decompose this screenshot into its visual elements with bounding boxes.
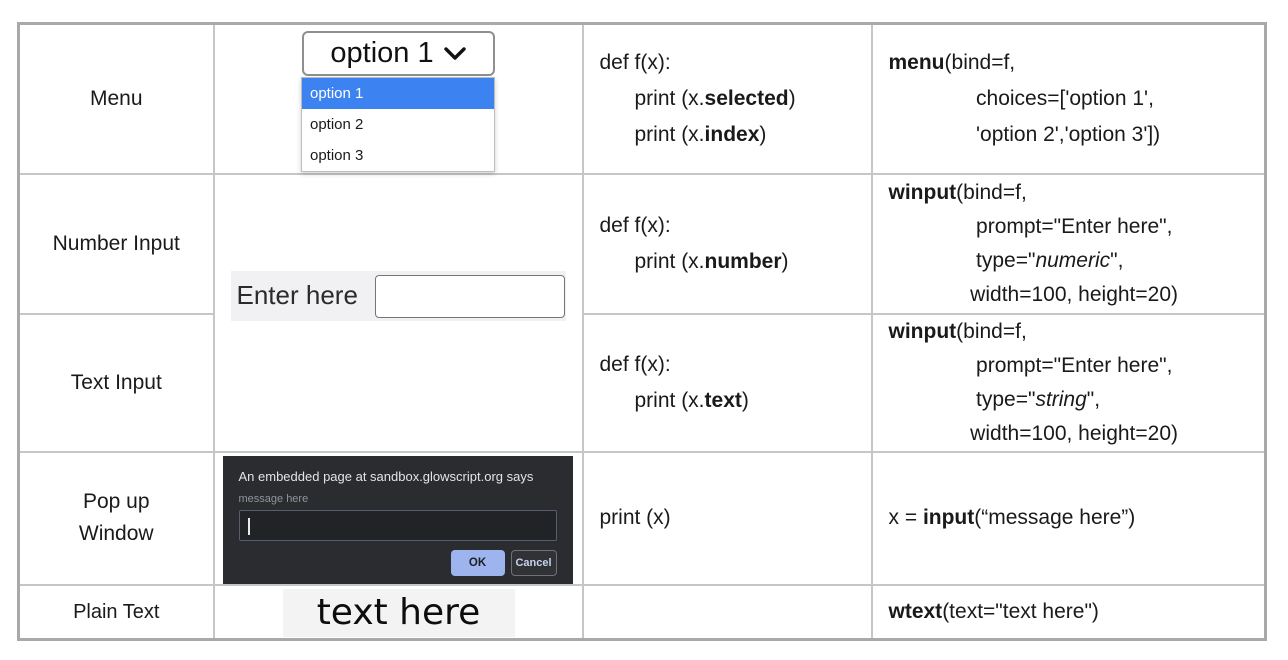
winput-widget: Enter here	[230, 270, 566, 321]
widget-reference-table: Menu option 1 option 1 option 2 option 3…	[17, 22, 1267, 641]
popup-dialog-title: An embedded page at sandbox.glowscript.o…	[238, 468, 534, 484]
menu-option[interactable]: option 1	[302, 78, 494, 110]
popup-input[interactable]	[238, 509, 557, 541]
menu-widget: option 1 option 1 option 2 option 3	[215, 25, 582, 173]
menu-option[interactable]: option 2	[302, 109, 494, 141]
api-code-plain-text: wtext(text="text here")	[888, 599, 1099, 623]
api-code-popup: x = input(“message here”)	[888, 506, 1136, 529]
callback-code-number-input: def f(x): print (x.number)	[599, 213, 789, 273]
popup-dialog: An embedded page at sandbox.glowscript.o…	[222, 455, 573, 584]
row-label-text-input: Text Input	[17, 312, 215, 453]
api-code-text-input: winput(bind=f, prompt="Enter here", type…	[888, 319, 1179, 445]
wtext-widget: text here	[282, 588, 515, 637]
row-label-plain-text: Plain Text	[17, 583, 215, 641]
empty-cell	[581, 583, 873, 641]
row-label-number-input: Number Input	[17, 172, 215, 315]
callback-code-menu: def f(x): print (x.selected) print (x.in…	[599, 50, 796, 146]
menu-selected-value: option 1	[330, 37, 434, 70]
api-code-menu: menu(bind=f, choices=['option 1', 'optio…	[888, 50, 1161, 146]
winput-field[interactable]	[374, 274, 565, 318]
winput-prompt: Enter here	[236, 280, 358, 310]
callback-code-popup: print (x)	[599, 506, 671, 529]
text-caret	[247, 517, 250, 535]
callback-code-text-input: def f(x): print (x.text)	[599, 352, 749, 412]
menu-option-list: option 1 option 2 option 3	[301, 77, 495, 173]
cancel-button[interactable]: Cancel	[510, 549, 557, 576]
ok-button[interactable]: OK	[450, 549, 505, 576]
popup-dialog-message: message here	[238, 492, 309, 505]
row-label-popup-window: Pop up Window	[17, 450, 215, 586]
menu-select[interactable]: option 1	[301, 31, 495, 77]
chevron-down-icon	[443, 47, 466, 61]
api-code-number-input: winput(bind=f, prompt="Enter here", type…	[888, 180, 1179, 306]
menu-option[interactable]: option 3	[302, 140, 494, 172]
row-label-menu: Menu	[17, 22, 215, 175]
